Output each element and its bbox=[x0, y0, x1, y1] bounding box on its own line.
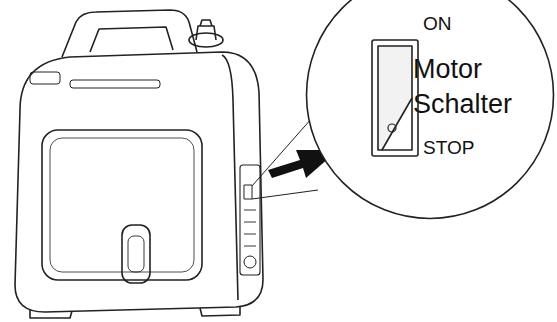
outlet bbox=[244, 256, 256, 268]
recoil-grip bbox=[128, 236, 144, 272]
generator-feet bbox=[30, 306, 240, 318]
panel-marks bbox=[244, 210, 256, 246]
switch-label: STOP bbox=[423, 137, 493, 159]
recoil-handle bbox=[122, 225, 150, 283]
fuel-cap bbox=[189, 33, 223, 47]
switch-frame bbox=[372, 40, 418, 156]
rocker-dot bbox=[388, 124, 396, 132]
generator-handle bbox=[62, 10, 197, 57]
switch-label: Motor Schalter bbox=[413, 52, 531, 122]
handle-grip bbox=[90, 27, 173, 52]
rocker-edge bbox=[382, 98, 412, 150]
small-switch bbox=[244, 185, 252, 199]
magnified-callout: ON Motor SchalterSTOP bbox=[305, 0, 555, 220]
control-panel bbox=[240, 165, 260, 275]
switch-label: ON bbox=[423, 13, 483, 35]
callout-outline bbox=[307, 0, 554, 219]
logo-strip bbox=[70, 80, 160, 88]
fuel-cap-top bbox=[196, 20, 216, 40]
vent bbox=[30, 72, 60, 84]
generator-body bbox=[15, 52, 263, 312]
body-edge bbox=[222, 55, 238, 300]
rocker bbox=[378, 46, 412, 150]
